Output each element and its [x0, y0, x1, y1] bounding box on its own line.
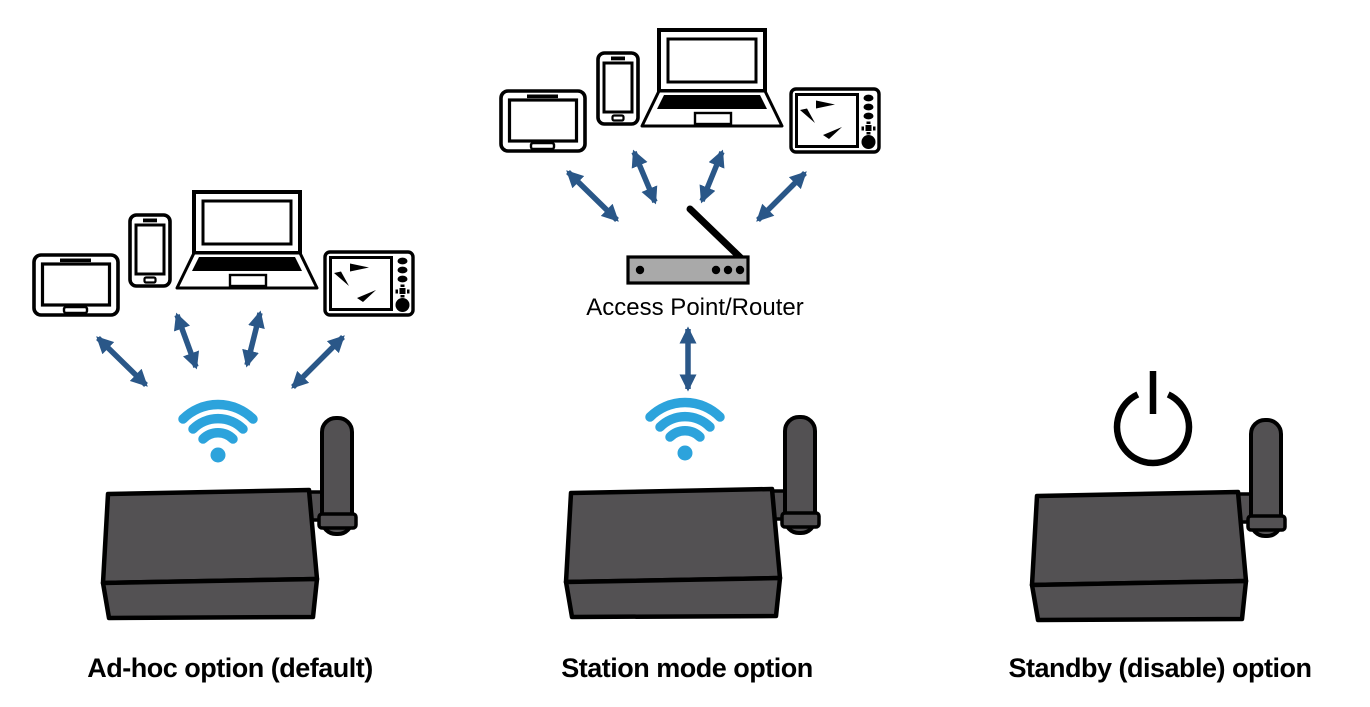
laptop-icon: [175, 190, 319, 290]
station-mode-caption: Station mode option: [561, 653, 813, 683]
access-point-router-label: Access Point/Router: [586, 294, 804, 321]
wifi-signal-icon: [183, 405, 253, 463]
laptop-icon: [640, 28, 784, 128]
fishfinder-display-icon: [323, 250, 415, 317]
smartphone-icon: [596, 51, 640, 126]
power-icon: [1113, 371, 1193, 467]
fishfinder-display-icon: [789, 87, 881, 154]
panel-adhoc-art: [32, 190, 415, 618]
wifi-signal-icon: [650, 403, 720, 461]
panel-station-art: [499, 28, 881, 617]
panel-standby-art: [1032, 371, 1285, 620]
wireless-receiver-box-icon: [103, 418, 356, 618]
access-point-router-icon: [626, 205, 750, 285]
tablet-icon: [499, 89, 587, 153]
smartphone-icon: [128, 213, 172, 288]
station-link-arrows: [566, 149, 807, 222]
adhoc-link-arrows: [96, 310, 345, 389]
tablet-icon: [32, 253, 120, 317]
wireless-receiver-box-icon: [566, 417, 819, 617]
adhoc-option-caption: Ad-hoc option (default): [87, 653, 373, 683]
wireless-receiver-box-icon: [1032, 420, 1285, 620]
standby-option-caption: Standby (disable) option: [1008, 653, 1313, 683]
